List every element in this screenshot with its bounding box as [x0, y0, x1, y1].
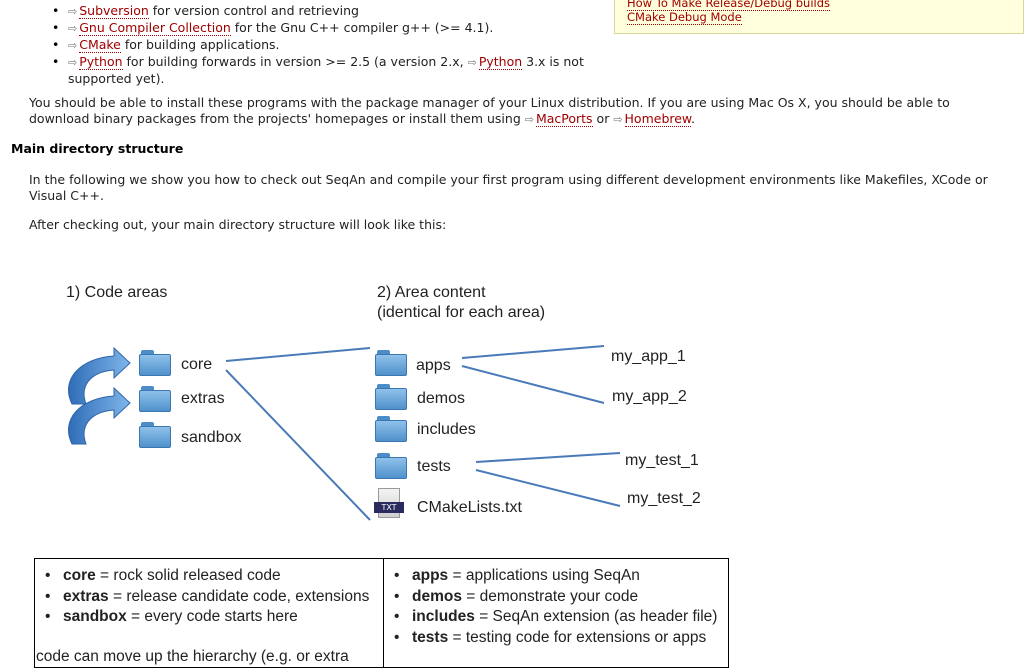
paragraph-text: .	[691, 111, 695, 126]
paragraph-text: or	[592, 111, 614, 126]
content-includes: includes	[417, 421, 476, 438]
legend-term: includes	[412, 608, 475, 626]
diagram-lines	[67, 345, 621, 521]
external-link-icon: ⇨	[467, 56, 477, 69]
release-debug-link[interactable]: How To Make Release/Debug builds	[627, 0, 831, 11]
cycle-arrow-lower	[67, 386, 131, 445]
cmake-debug-link[interactable]: CMake Debug Mode	[627, 10, 742, 25]
connector-core-cmakelists	[225, 369, 371, 521]
folder-icon	[139, 350, 171, 376]
paragraph-text: You should be able to install these prog…	[29, 95, 950, 126]
item-my-test-1: my_test_1	[625, 452, 699, 469]
connector-apps-app1	[461, 345, 605, 359]
item-my-app-1: my_app_1	[611, 348, 686, 365]
content-cmakelists: CMakeLists.txt	[417, 499, 522, 516]
intro-paragraph: In the following we show you how to chec…	[29, 172, 988, 203]
connector-apps-app2	[461, 365, 605, 404]
legend-desc: = SeqAn extension (as header file)	[474, 608, 718, 626]
legend-term: extras	[63, 587, 109, 605]
content-tests: tests	[417, 458, 451, 475]
area-content-subheading: (identical for each area)	[377, 304, 546, 321]
list-item-text: for the Gnu C++ compiler g++ (>= 4.1).	[230, 20, 494, 35]
connector-tests-test2	[475, 469, 621, 507]
list-item: extras = release candidate code, extensi…	[45, 587, 383, 608]
connector-tests-test1	[475, 452, 621, 463]
section-heading: Main directory structure	[11, 141, 184, 156]
list-item: ⇨Subversion for version control and retr…	[52, 3, 612, 20]
legend-term: apps	[412, 567, 449, 584]
external-link-icon: ⇨	[613, 113, 623, 126]
legend-desc: = release candidate code, extensions	[108, 587, 370, 605]
folder-icon	[139, 422, 171, 448]
install-paragraph: You should be able to install these prog…	[29, 95, 1009, 128]
external-link-icon: ⇨	[68, 56, 78, 69]
legend-desc: = rock solid released code	[95, 567, 281, 584]
homebrew-link[interactable]: Homebrew	[624, 111, 692, 127]
item-my-app-2: my_app_2	[612, 388, 687, 405]
code-areas-legend: core = rock solid released code extras =…	[34, 558, 384, 668]
legend-term: tests	[412, 629, 449, 647]
code-areas-heading: 1) Code areas	[66, 284, 168, 301]
list-item: ⇨Gnu Compiler Collection for the Gnu C++…	[52, 20, 612, 37]
list-item: apps = applications using SeqAn	[394, 566, 728, 587]
legend-term: demos	[412, 587, 462, 605]
list-item-text: for building forwards in version >= 2.5 …	[122, 54, 468, 69]
txt-tag: TXT	[374, 502, 404, 513]
area-core: core	[181, 356, 213, 373]
content-apps: apps	[416, 357, 451, 374]
list-item: sandbox = every code starts here	[45, 607, 383, 628]
legend-desc: = every code starts here	[126, 608, 298, 626]
external-link-icon: ⇨	[68, 5, 78, 18]
legend-term: core	[63, 567, 96, 584]
folder-icon	[375, 384, 407, 410]
directory-diagram: 1) Code areas 2) Area content (identical…	[30, 260, 750, 657]
checkout-paragraph: After checking out, your main directory …	[29, 217, 447, 232]
folder-icon	[375, 350, 407, 376]
text-file-icon: TXT	[374, 488, 406, 520]
list-item-text: for building applications.	[120, 37, 280, 52]
list-item: tests = testing code for extensions or a…	[394, 628, 728, 649]
external-link-icon: ⇨	[68, 39, 78, 52]
subversion-link[interactable]: Subversion	[79, 3, 149, 19]
area-extras: extras	[181, 390, 225, 407]
item-my-test-2: my_test_2	[627, 490, 701, 507]
related-links-box: How To Make Release/Debug builds CMake D…	[614, 0, 1024, 34]
python-link[interactable]: Python	[79, 54, 123, 70]
legend-desc: = testing code for extensions or apps	[448, 629, 707, 647]
list-item: ⇨Python for building forwards in version…	[52, 54, 612, 87]
python3-link[interactable]: Python	[478, 54, 523, 70]
external-link-icon: ⇨	[524, 113, 534, 126]
area-sandbox: sandbox	[181, 429, 242, 446]
gcc-link[interactable]: Gnu Compiler Collection	[79, 20, 231, 36]
content-demos: demos	[417, 390, 466, 407]
requirements-list: ⇨Subversion for version control and retr…	[52, 3, 612, 87]
area-content-legend: apps = applications using SeqAn demos = …	[383, 558, 729, 668]
folder-icon	[375, 416, 407, 442]
folder-icon	[375, 453, 407, 479]
list-item: core = rock solid released code	[45, 566, 383, 587]
list-item: ⇨CMake for building applications.	[52, 37, 612, 54]
list-item: includes = SeqAn extension (as header fi…	[394, 607, 728, 628]
folder-icon	[139, 386, 171, 412]
macports-link[interactable]: MacPorts	[535, 111, 593, 127]
legend-term: sandbox	[63, 608, 127, 626]
external-link-icon: ⇨	[68, 22, 78, 35]
connector-core-apps	[225, 347, 371, 362]
list-item-text: 3.x is not supported yet).	[68, 54, 584, 86]
area-content-heading: 2) Area content	[377, 284, 486, 301]
list-item: demos = demonstrate your code	[394, 587, 728, 608]
cycle-arrow-upper	[67, 346, 131, 405]
cmake-link[interactable]: CMake	[79, 37, 121, 53]
list-item-text: for version control and retrieving	[148, 3, 359, 18]
legend-desc: = applications using SeqAn	[448, 567, 640, 584]
legend-desc: = demonstrate your code	[461, 587, 639, 605]
cutoff-text: code can move up the hierarchy (e.g. or …	[36, 648, 349, 665]
